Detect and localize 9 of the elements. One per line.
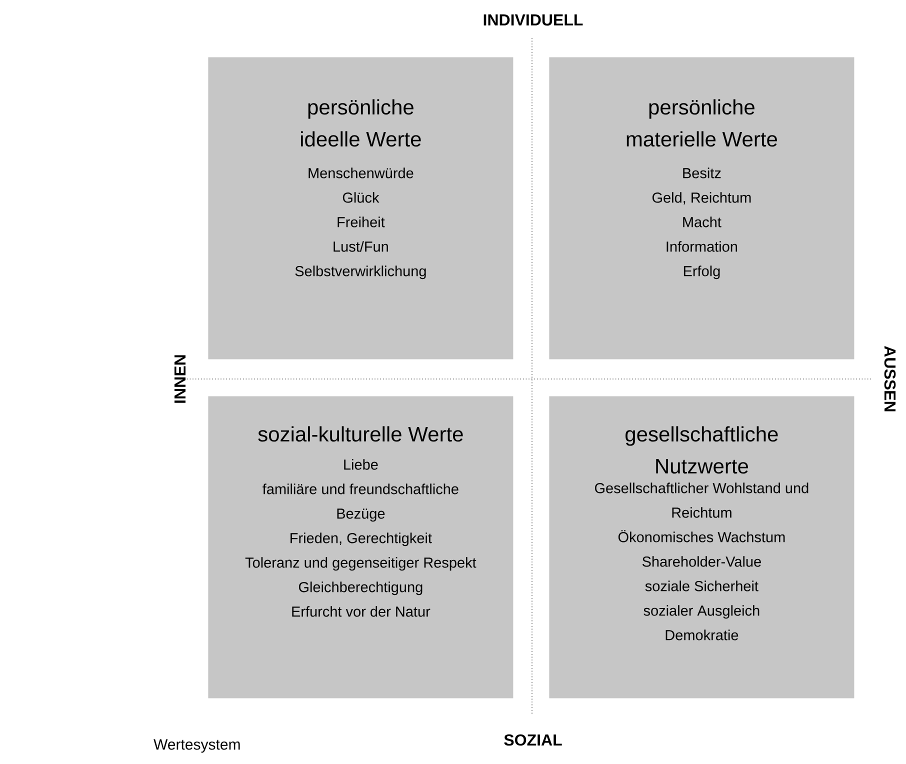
caption: Wertesystem	[154, 739, 240, 753]
axis-label: INDIVIDUELL	[484, 14, 583, 26]
value-box: sozial-kulturelle Werte Liebe familiäre und freundschaftliche Bezüge Frieden, Gerechtigkeit Toleranz und gegenseitiger Respekt Gleichberechtigung Erfurcht vor der Natur	[208, 396, 514, 698]
value-box: persönliche ideelle Werte Menschenwürde Glück Freiheit Lust/Fun Selbstverwirklichung	[208, 57, 514, 360]
value-box: gesellschaftliche Nutzwerte Gesellschaftlicher Wohlstand und Reichtum Ökonomisches Wachstum Shareholder-Value soziale Sicherheit sozialer Ausgleich Demokratie	[549, 396, 854, 698]
axis-label: SOZIAL	[504, 734, 562, 746]
axis-label: INNEN	[174, 355, 186, 403]
value-box: persönliche materielle Werte Besitz Geld, Reichtum Macht Information Erfolg	[549, 57, 854, 360]
axis-label: AUSSEN	[884, 346, 896, 412]
